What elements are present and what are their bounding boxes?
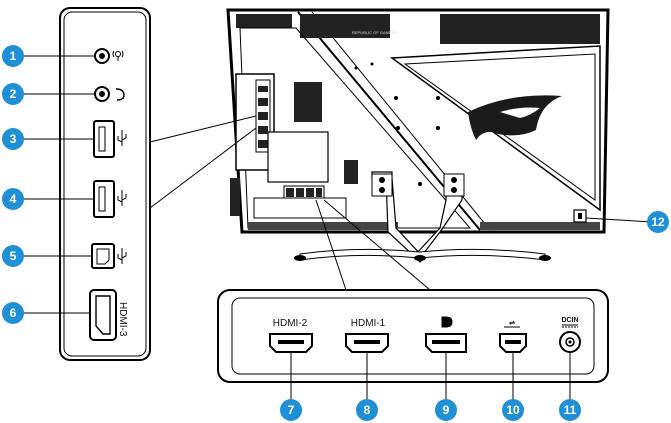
svg-text:3: 3: [10, 132, 17, 146]
svg-text:6: 6: [10, 306, 17, 320]
dcin-label: DCIN: [561, 317, 578, 324]
svg-text:10: 10: [506, 403, 520, 417]
svg-text:7: 7: [288, 403, 295, 417]
badge-8: 8: [356, 399, 378, 421]
hdmi-1-label: HDMI-1: [351, 318, 386, 329]
badge-5: 5: [2, 245, 24, 267]
svg-text:5: 5: [10, 249, 17, 263]
svg-text:11: 11: [564, 403, 577, 417]
svg-text:REPUBLIC OF GAMERS: REPUBLIC OF GAMERS: [352, 30, 397, 35]
bottom-panel: HDMI-2 HDMI-1 ⇌ DCIN: [218, 290, 608, 382]
monitor-back: REPUBLIC OF GAMERS: [228, 10, 608, 262]
badge-4: 4: [2, 188, 24, 210]
svg-text:8: 8: [364, 403, 371, 417]
side-panel: HDMI-3: [60, 8, 150, 360]
svg-text:4: 4: [10, 192, 17, 206]
hdmi-3-label: HDMI-3: [117, 302, 128, 337]
displayport-icon: [442, 317, 452, 327]
hdmi-2-label: HDMI-2: [273, 318, 308, 329]
badge-6: 6: [2, 302, 24, 324]
badge-10: 10: [502, 399, 524, 421]
svg-text:2: 2: [10, 87, 17, 101]
svg-text:9: 9: [443, 403, 450, 417]
badge-2: 2: [2, 83, 24, 105]
svg-text:12: 12: [651, 215, 665, 229]
badge-1: 1: [2, 45, 24, 67]
svg-text:1: 1: [10, 49, 17, 63]
badge-12: 12: [647, 211, 669, 233]
badge-9: 9: [435, 399, 457, 421]
badge-11: 11: [559, 399, 581, 421]
badge-7: 7: [280, 399, 302, 421]
mini-usb-symbol: ⇌: [509, 319, 515, 327]
badge-3: 3: [2, 128, 24, 150]
